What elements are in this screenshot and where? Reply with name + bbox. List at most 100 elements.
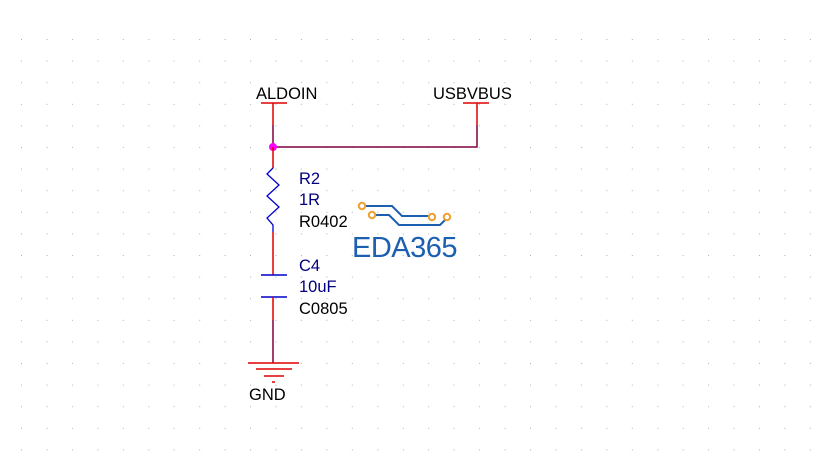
resistor-value: 1R <box>299 191 320 209</box>
grid-dot <box>809 82 811 84</box>
grid-dot <box>173 125 175 127</box>
grid-dot <box>173 168 175 170</box>
grid-dot <box>657 168 659 170</box>
grid-dot <box>809 319 811 321</box>
grid-dot <box>250 82 251 84</box>
grid-dot <box>606 384 608 386</box>
resistor-icon <box>266 167 280 232</box>
grid-dot <box>809 125 811 127</box>
grid-dot <box>326 103 328 105</box>
grid-dot <box>148 276 150 278</box>
grid-dot <box>657 82 659 84</box>
grid-dot <box>122 255 124 256</box>
grid-dot <box>275 168 277 170</box>
grid-dot <box>326 82 328 84</box>
gnd-symbol[interactable]: GND <box>248 362 299 404</box>
grid-dot <box>377 384 379 386</box>
resistor-r2[interactable]: R2 1R R0402 <box>266 147 348 275</box>
grid-dot <box>733 406 735 408</box>
grid-dot <box>46 255 48 256</box>
grid-dot <box>122 319 124 321</box>
grid-dot <box>97 233 99 235</box>
grid-dot <box>199 211 201 213</box>
grid-dot <box>71 233 73 235</box>
grid-dot <box>148 147 150 148</box>
grid-dot <box>300 341 302 343</box>
grid-dot <box>453 60 455 62</box>
grid-dot <box>199 125 201 127</box>
grid-dot <box>351 384 353 386</box>
grid-dot <box>606 190 608 192</box>
grid-dot <box>530 125 531 127</box>
grid-dot <box>682 82 684 84</box>
grid-dot <box>428 233 430 235</box>
grid-dot <box>173 82 175 84</box>
grid-dot <box>326 341 328 343</box>
grid-dot <box>300 363 302 364</box>
grid-dot <box>733 255 735 256</box>
grid-dot <box>173 427 175 429</box>
grid-dot <box>733 103 735 105</box>
grid-dot <box>46 384 48 386</box>
port-aldoin[interactable]: ALDOIN <box>256 85 317 125</box>
grid-dot <box>428 298 430 300</box>
grid-dot <box>199 233 201 235</box>
grid-dot <box>733 276 735 278</box>
grid-dot <box>784 82 786 84</box>
grid-dot <box>275 319 277 321</box>
grid-dot <box>555 147 557 148</box>
grid-dot <box>606 341 608 343</box>
grid-dot <box>300 276 302 278</box>
grid-dot <box>224 427 226 429</box>
wire-usbvbus[interactable] <box>273 125 478 148</box>
grid-dot <box>504 276 506 278</box>
grid-dot <box>759 147 760 148</box>
grid-dot <box>580 60 582 62</box>
grid-dot <box>97 211 99 213</box>
grid-dot <box>402 103 404 105</box>
grid-dot <box>173 255 175 256</box>
grid-dot <box>809 103 811 105</box>
grid-dot <box>97 341 99 343</box>
grid-dot <box>46 82 48 84</box>
grid-dot <box>809 39 811 40</box>
grid-dot <box>122 449 124 451</box>
grid-dot <box>148 449 150 451</box>
grid-dot <box>733 427 735 429</box>
grid-dot <box>555 211 557 213</box>
grid-dot <box>606 319 608 321</box>
grid-dot <box>224 341 226 343</box>
grid-dot <box>784 276 786 278</box>
grid-dot <box>479 39 481 40</box>
grid-dot <box>759 276 760 278</box>
grid-dot <box>504 298 506 300</box>
grid-dot <box>606 449 608 451</box>
grid-dot <box>631 211 633 213</box>
grid-dot <box>224 276 226 278</box>
grid-dot <box>46 298 48 300</box>
grid-dot <box>428 39 430 40</box>
grid-dot <box>555 406 557 408</box>
grid-dot <box>71 319 73 321</box>
grid-dot <box>682 233 684 235</box>
grid-dot <box>759 449 760 451</box>
grid-dot <box>250 427 251 429</box>
grid-dot <box>809 363 811 364</box>
grid-dot <box>784 103 786 105</box>
grid-dot <box>300 125 302 127</box>
grid-dot <box>122 384 124 386</box>
grid-dot <box>682 60 684 62</box>
grid-dot <box>733 449 735 451</box>
grid-dot <box>46 211 48 213</box>
grid-dot <box>300 233 302 235</box>
grid-dot <box>682 39 684 40</box>
capacitor-c4[interactable]: C4 10uF C0805 <box>261 257 348 320</box>
grid-dot <box>555 125 557 127</box>
port-usbvbus[interactable]: USBVBUS <box>433 85 512 125</box>
grid-dot <box>275 427 277 429</box>
grid-dot <box>759 60 760 62</box>
grid-dot <box>784 147 786 148</box>
grid-dot <box>784 298 786 300</box>
grid-dot <box>46 363 48 364</box>
